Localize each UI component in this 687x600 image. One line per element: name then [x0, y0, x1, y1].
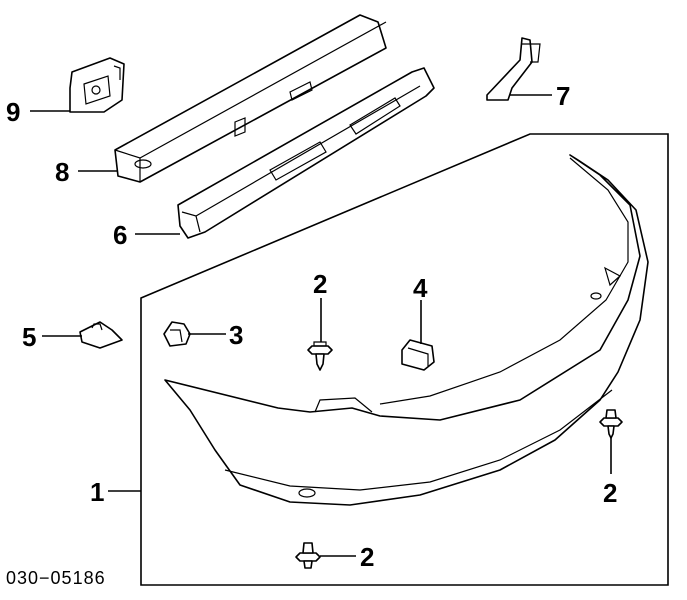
- part-3-retainer: [163, 321, 191, 347]
- callout-3: 3: [229, 320, 243, 350]
- part-4-nut-clip: [401, 339, 435, 371]
- callout-4: 4: [413, 273, 428, 303]
- part-5-clip: [79, 321, 123, 349]
- callout-6: 6: [113, 220, 127, 250]
- callout-8: 8: [55, 157, 69, 187]
- callout-5: 5: [22, 322, 36, 352]
- part-8-reinforcement-beam: [114, 14, 387, 183]
- part-1-bumper-cover: [164, 154, 649, 506]
- callout-2-bottom: 2: [360, 542, 374, 572]
- part-7-side-bracket: [486, 37, 541, 101]
- assembly-frame: [140, 133, 669, 586]
- callout-7: 7: [556, 81, 570, 111]
- part-2-fastener-top: [307, 341, 333, 371]
- part-2-fastener-bottom: [295, 542, 321, 569]
- part-2-fastener-right: [599, 409, 623, 439]
- callout-2-top: 2: [313, 269, 327, 299]
- callout-1: 1: [90, 477, 104, 507]
- callout-2-right: 2: [603, 478, 617, 508]
- part-6-energy-absorber: [177, 67, 435, 239]
- diagram-code: 030−05186: [6, 568, 106, 588]
- callout-9: 9: [6, 97, 20, 127]
- part-9-bracket: [69, 57, 125, 113]
